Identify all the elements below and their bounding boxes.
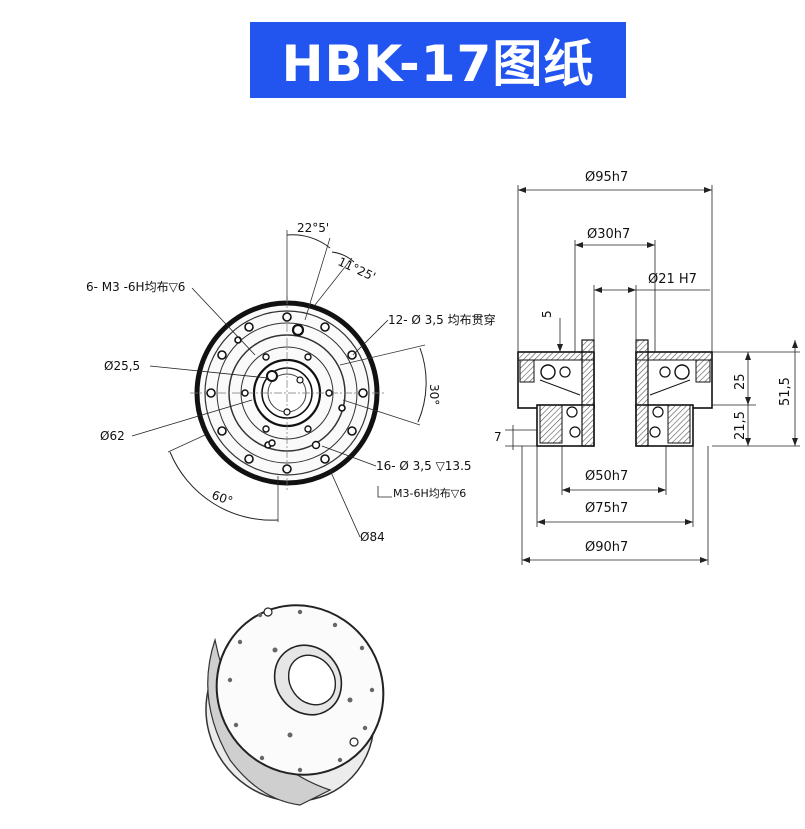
dim-7-label: 7 — [494, 430, 502, 444]
dia-62-label: Ø62 — [100, 429, 125, 443]
holes-16-sub-label: M3-6H均布▽6 — [393, 487, 466, 500]
dia-21-label: Ø21 H7 — [648, 272, 697, 287]
dia-95-label: Ø95h7 — [585, 170, 628, 185]
dim-25-label: 25 — [733, 373, 748, 390]
angle-22-label: 22°5' — [297, 221, 329, 235]
angle-11-label: 11°25' — [336, 254, 378, 284]
page-title: HBK-17图纸 — [281, 35, 595, 93]
angle-30-label: 30° — [427, 384, 441, 405]
dia-84-label: Ø84 — [360, 530, 385, 544]
dia-75-label: Ø75h7 — [585, 501, 628, 516]
dim-21-5-label: 21,5 — [733, 411, 748, 440]
front-view: 22°5' 11°25' 6- M3 -6H均布▽6 12- Ø 3,5 均布贯… — [86, 221, 496, 544]
dia-50-label: Ø50h7 — [585, 469, 628, 484]
dia-25-5-label: Ø25,5 — [104, 359, 140, 373]
section-view: Ø95h7 Ø30h7 Ø21 H7 5 25 51,5 21,5 7 Ø50h… — [494, 170, 800, 565]
through-holes-label: 12- Ø 3,5 均布贯穿 — [388, 312, 496, 327]
title-banner: HBK-17图纸 — [250, 22, 626, 98]
dim-51-5-label: 51,5 — [778, 377, 793, 406]
inner-hole-ring — [241, 323, 333, 450]
dia-30-label: Ø30h7 — [587, 227, 630, 242]
dim-5-label: 5 — [540, 310, 554, 318]
thread-holes-label: 6- M3 -6H均布▽6 — [86, 280, 185, 294]
angle-60-label: 60° — [210, 488, 235, 508]
outer-hole-ring — [206, 312, 368, 474]
isometric-render — [205, 604, 385, 806]
holes-16-label: 16- Ø 3,5 ▽13.5 — [376, 459, 472, 473]
dia-90-label: Ø90h7 — [585, 540, 628, 555]
